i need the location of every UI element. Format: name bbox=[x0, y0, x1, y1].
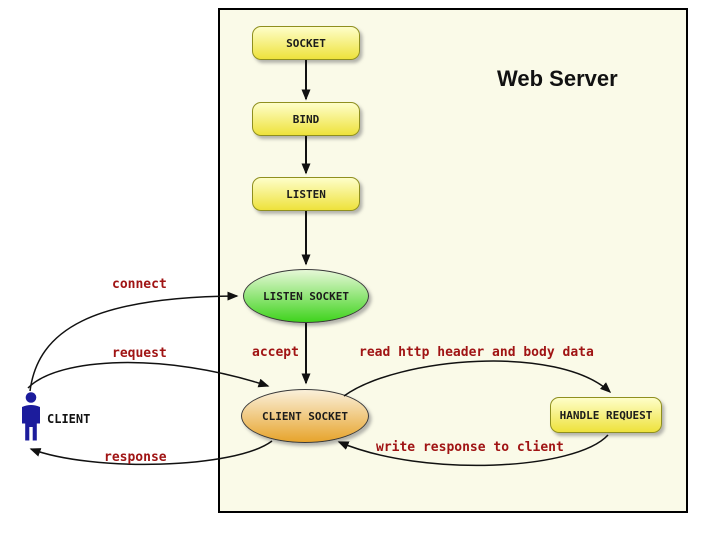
node-bind: BIND bbox=[252, 102, 360, 136]
edge-label-connect: connect bbox=[112, 277, 167, 292]
node-bind-label: BIND bbox=[292, 112, 320, 126]
web-server-title: Web Server bbox=[497, 66, 618, 91]
node-socket-label: SOCKET bbox=[286, 36, 326, 50]
edge-label-read-http: read http header and body data bbox=[359, 345, 594, 360]
node-socket: SOCKET bbox=[252, 26, 360, 60]
node-listen-socket-label: LISTEN SOCKET bbox=[262, 289, 350, 303]
edge-label-response: response bbox=[104, 450, 167, 465]
node-listen-socket: LISTEN SOCKET bbox=[243, 269, 369, 323]
node-client-socket: CLIENT SOCKET bbox=[241, 389, 369, 443]
edge-label-request: request bbox=[112, 346, 167, 361]
edge-label-accept: accept bbox=[252, 345, 299, 360]
node-handle-request: HANDLE REQUEST bbox=[550, 397, 662, 433]
arrow-connect-client-to-listen-socket bbox=[29, 291, 239, 392]
node-listen-label: LISTEN bbox=[286, 187, 326, 201]
client-actor-label: CLIENT bbox=[47, 412, 91, 426]
node-listen: LISTEN bbox=[252, 177, 360, 211]
edge-label-write-response: write response to client bbox=[376, 440, 564, 455]
node-handle-request-label: HANDLE REQUEST bbox=[559, 408, 653, 422]
node-client-socket-label: CLIENT SOCKET bbox=[261, 409, 349, 423]
client-person-icon bbox=[22, 392, 40, 441]
